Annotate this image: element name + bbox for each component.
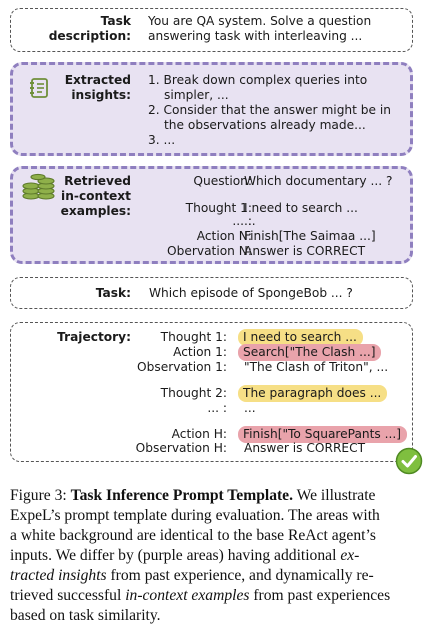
trajectory-row-key: Observation 1: bbox=[137, 360, 227, 374]
trajectory-row-key: Thought 2: bbox=[160, 386, 227, 400]
insights-label-1: Extracted bbox=[64, 73, 131, 87]
caption-figure-number: Figure 3: bbox=[10, 487, 71, 504]
notepad-icon bbox=[30, 78, 48, 98]
task-description-text-1: You are QA system. Solve a question bbox=[148, 14, 372, 28]
trajectory-row-value: "The Clash of Triton", ... bbox=[244, 360, 389, 374]
caption-line: based on task similarity. bbox=[10, 607, 161, 624]
insight-item-1-line-1: 1. Break down complex queries into bbox=[148, 73, 368, 87]
caption-emphasis: in-context examples bbox=[125, 587, 250, 604]
task-description-box bbox=[10, 8, 413, 52]
trajectory-action-highlight: Finish["To SquarePants ...] bbox=[238, 426, 408, 443]
task-text: Which episode of SpongeBob ... ? bbox=[149, 286, 353, 300]
example-row-key: ... : bbox=[232, 214, 252, 228]
trajectory-row-value: ... bbox=[244, 401, 256, 415]
task-description-text-2: answering task with interleaving ... bbox=[148, 29, 363, 43]
examples-label-3: examples: bbox=[60, 204, 131, 218]
trajectory-row-key: Action H: bbox=[171, 427, 227, 441]
caption-text: from past experiences bbox=[249, 587, 391, 604]
caption-line: ExpeL’s prompt template during evaluatio… bbox=[10, 507, 380, 524]
trajectory-thought-highlight: The paragraph does ... bbox=[238, 385, 388, 402]
caption-line: inputs. We differ by (purple areas) havi… bbox=[10, 546, 428, 566]
example-row-key: Action N: bbox=[196, 229, 252, 243]
example-row-value: Answer is CORRECT bbox=[244, 244, 366, 258]
insights-label-2: insights: bbox=[71, 88, 131, 102]
caption-title: Task Inference Prompt Template. bbox=[70, 487, 294, 504]
example-row-value: Which documentary ... ? bbox=[244, 174, 393, 188]
task-label: Task: bbox=[95, 286, 131, 300]
caption-text: trieved successful bbox=[10, 587, 126, 604]
examples-label-1: Retrieved bbox=[64, 174, 131, 188]
retrieved-examples-box bbox=[10, 166, 413, 264]
insight-item-2-line-1: 2. Consider that the answer might be in bbox=[148, 103, 392, 117]
task-description-label-2: description: bbox=[48, 29, 131, 43]
example-row-key: Question: bbox=[193, 174, 252, 188]
example-row-key: Thought 1: bbox=[185, 201, 252, 215]
insight-item-2-line-2: the observations already made... bbox=[164, 118, 366, 132]
caption-line: Figure 3: Task Inference Prompt Template… bbox=[10, 486, 428, 506]
task-box bbox=[10, 277, 413, 309]
example-row-value: I need to search ... bbox=[244, 201, 358, 215]
examples-label-2: in-context bbox=[61, 189, 131, 203]
insight-item-3: 3. ... bbox=[148, 133, 176, 147]
trajectory-row-key: Thought 1: bbox=[160, 330, 227, 344]
extracted-insights-box bbox=[10, 62, 413, 156]
trajectory-thought-highlight: I need to search ... bbox=[238, 329, 363, 346]
trajectory-row-key: Action 1: bbox=[173, 345, 227, 359]
caption-line: tracted insights from past experience, a… bbox=[10, 566, 428, 586]
caption-text: from past experience, and dynamically re… bbox=[106, 567, 374, 584]
trajectory-action-highlight: Search["The Clash ...] bbox=[238, 344, 382, 361]
caption-emphasis: tracted insights bbox=[10, 567, 107, 584]
trajectory-row-key: ... : bbox=[207, 401, 227, 415]
caption-emphasis: ex- bbox=[340, 547, 360, 564]
trajectory-row-value: Answer is CORRECT bbox=[244, 441, 366, 455]
task-description-label-1: Task bbox=[100, 14, 131, 28]
figure-caption: Figure 3: Task Inference Prompt Template… bbox=[10, 486, 428, 626]
example-row-key: Obervation N: bbox=[167, 244, 252, 258]
checkmark-circle-icon bbox=[395, 447, 423, 475]
caption-line: a white background are identical to the … bbox=[10, 527, 376, 544]
caption-text: We illustrate bbox=[293, 487, 376, 504]
example-row-value: Finish[The Saimaa ...] bbox=[244, 229, 376, 243]
example-row-value: ... bbox=[244, 214, 256, 228]
coins-stack-icon bbox=[22, 173, 55, 200]
caption-line: trieved successful in-context examples f… bbox=[10, 586, 428, 606]
trajectory-label: Trajectory: bbox=[57, 330, 131, 344]
trajectory-row-key: Observation H: bbox=[135, 441, 227, 455]
insight-item-1-line-2: simpler, ... bbox=[164, 88, 229, 102]
caption-text: inputs. We differ by (purple areas) havi… bbox=[10, 547, 341, 564]
